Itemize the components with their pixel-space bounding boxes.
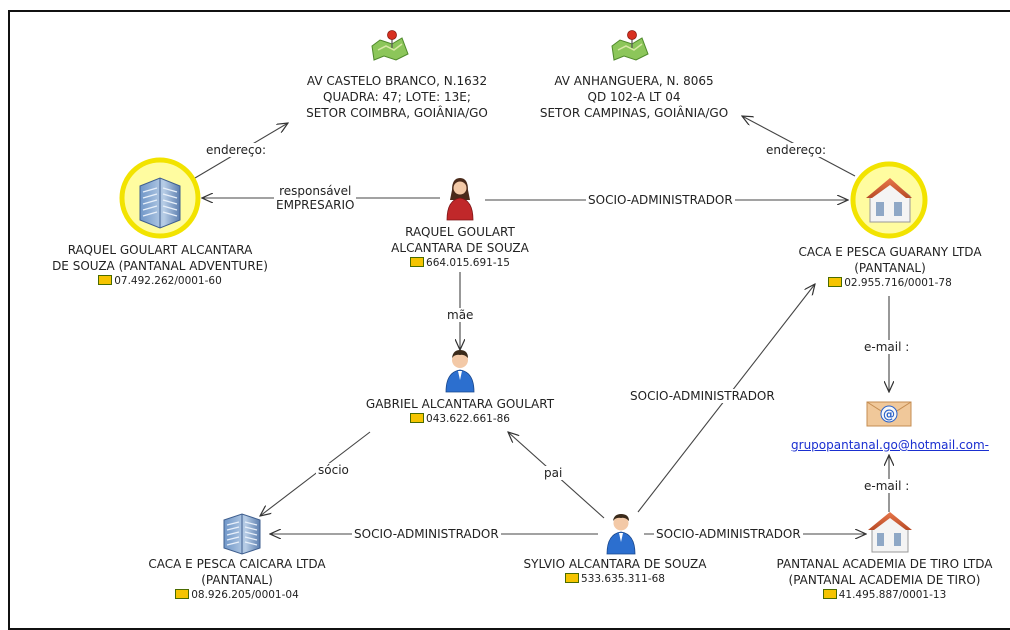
id-card-icon bbox=[98, 275, 113, 285]
node-caca-caicara[interactable]: CACA E PESCA CAICARA LTDA (PANTANAL) 08.… bbox=[132, 556, 342, 602]
cpf-number: 533.635.311-68 bbox=[581, 573, 665, 585]
document-number: 02.955.716/0001-78 bbox=[770, 276, 1010, 290]
node-caca-guarany[interactable]: CACA E PESCA GUARANY LTDA (PANTANAL) 02.… bbox=[770, 244, 1010, 290]
man-person-icon bbox=[606, 514, 636, 555]
edge-label-mae: mãe bbox=[445, 308, 476, 322]
node-name-line: CACA E PESCA GUARANY LTDA bbox=[798, 245, 982, 259]
office-building-icon bbox=[139, 177, 181, 229]
node-name-line: GABRIEL ALCANTARA GOULART bbox=[365, 397, 555, 411]
edge-label-endereco-1: endereço: bbox=[204, 143, 269, 157]
node-name-line: PANTANAL ACADEMIA DE TIRO LTDA bbox=[776, 557, 993, 571]
node-name-line: (PANTANAL) bbox=[201, 573, 273, 587]
house-building-icon bbox=[866, 178, 912, 223]
id-card-icon bbox=[828, 277, 843, 287]
house-building-icon bbox=[868, 512, 912, 553]
node-sylvio[interactable]: SYLVIO ALCANTARA DE SOUZA 533.635.311-68 bbox=[510, 556, 720, 586]
id-card-icon bbox=[410, 413, 425, 423]
address-line: AV CASTELO BRANCO, N.1632 bbox=[306, 74, 488, 88]
map-pin-icon bbox=[611, 30, 649, 61]
cpf-number: 043.622.661-86 bbox=[426, 413, 510, 425]
map-pin-icon bbox=[371, 30, 409, 61]
node-name-line: (PANTANAL ACADEMIA DE TIRO) bbox=[788, 573, 981, 587]
document-number: 07.492.262/0001-60 bbox=[40, 274, 280, 288]
edge-label-responsavel-line1: responsável bbox=[279, 184, 352, 198]
email-at-icon: @ bbox=[866, 401, 912, 427]
node-name-line: (PANTANAL) bbox=[854, 261, 926, 275]
address-line: QD 102-A LT 04 bbox=[587, 90, 681, 104]
man-person-icon bbox=[445, 350, 475, 393]
woman-person-icon bbox=[446, 178, 474, 221]
address-line: AV ANHANGUERA, N. 8065 bbox=[554, 74, 714, 88]
edge-label-socio-admin-right: SOCIO-ADMINISTRADOR bbox=[654, 527, 803, 541]
node-gabriel[interactable]: GABRIEL ALCANTARA GOULART 043.622.661-86 bbox=[350, 396, 570, 426]
node-name-line: RAQUEL GOULART ALCANTARA bbox=[67, 243, 253, 257]
node-raquel-person[interactable]: RAQUEL GOULART ALCANTARA DE SOUZA 664.01… bbox=[370, 224, 550, 270]
edge-label-email-2: e-mail : bbox=[862, 479, 912, 493]
id-card-icon bbox=[822, 589, 837, 599]
node-address-castelo-branco[interactable]: AV CASTELO BRANCO, N.1632 QUADRA: 47; LO… bbox=[279, 73, 515, 121]
edge-label-socio: sócio bbox=[316, 463, 351, 477]
node-address-anhanguera[interactable]: AV ANHANGUERA, N. 8065 QD 102-A LT 04 SE… bbox=[516, 73, 752, 121]
address-line: SETOR COIMBRA, GOIÂNIA/GO bbox=[306, 106, 488, 120]
node-name-line: DE SOUZA (PANTANAL ADVENTURE) bbox=[52, 259, 268, 273]
address-line: QUADRA: 47; LOTE: 13E; bbox=[323, 90, 471, 104]
document-number: 41.495.887/0001-13 bbox=[762, 588, 1007, 602]
edge-label-email-1: e-mail : bbox=[862, 340, 912, 354]
email-link[interactable]: grupopantanal.go@hotmail.com- bbox=[791, 438, 989, 452]
edge-label-socio-admin-top: SOCIO-ADMINISTRADOR bbox=[586, 193, 735, 207]
document-number: 08.926.205/0001-04 bbox=[132, 588, 342, 602]
node-name-line: RAQUEL GOULART bbox=[405, 225, 515, 239]
document-number: 664.015.691-15 bbox=[370, 256, 550, 270]
cnpj-number: 02.955.716/0001-78 bbox=[844, 277, 952, 289]
cnpj-number: 41.495.887/0001-13 bbox=[838, 589, 947, 601]
node-academia[interactable]: PANTANAL ACADEMIA DE TIRO LTDA (PANTANAL… bbox=[762, 556, 1007, 602]
node-name-line: SYLVIO ALCANTARA DE SOUZA bbox=[523, 557, 707, 571]
edge-label-socio-admin-left: SOCIO-ADMINISTRADOR bbox=[352, 527, 501, 541]
edge-label-pai: pai bbox=[542, 466, 565, 480]
node-email[interactable]: grupopantanal.go@hotmail.com- bbox=[780, 437, 1000, 453]
id-card-icon bbox=[410, 257, 425, 267]
id-card-icon bbox=[175, 589, 190, 599]
document-number: 043.622.661-86 bbox=[350, 412, 570, 426]
edge-label-socio-admin-diag: SOCIO-ADMINISTRADOR bbox=[628, 389, 777, 403]
document-number: 533.635.311-68 bbox=[510, 572, 720, 586]
cnpj-number: 08.926.205/0001-04 bbox=[191, 589, 299, 601]
cnpj-number: 07.492.262/0001-60 bbox=[114, 275, 222, 287]
office-building-icon bbox=[223, 513, 261, 555]
address-line: SETOR CAMPINAS, GOIÂNIA/GO bbox=[539, 106, 729, 120]
diagram-frame bbox=[8, 10, 1010, 630]
edge-label-responsavel: responsável EMPRESARIO bbox=[274, 184, 357, 212]
cpf-number: 664.015.691-15 bbox=[426, 257, 510, 269]
edge-label-endereco-2: endereço: bbox=[764, 143, 829, 157]
node-raquel-company[interactable]: RAQUEL GOULART ALCANTARA DE SOUZA (PANTA… bbox=[40, 242, 280, 288]
svg-text:@: @ bbox=[883, 408, 895, 422]
node-name-line: ALCANTARA DE SOUZA bbox=[391, 241, 529, 255]
edge-label-responsavel-line2: EMPRESARIO bbox=[276, 198, 355, 212]
edge-socio bbox=[260, 431, 371, 516]
id-card-icon bbox=[565, 573, 580, 583]
node-name-line: CACA E PESCA CAICARA LTDA bbox=[148, 557, 326, 571]
